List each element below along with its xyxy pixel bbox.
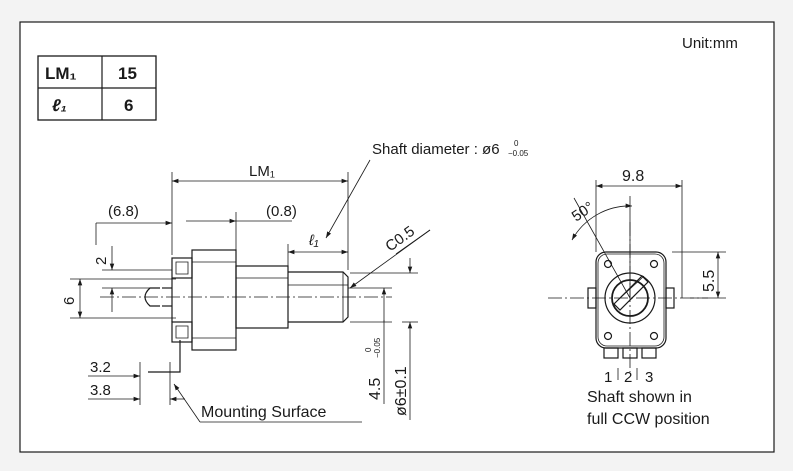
- side-view: LM₁ (6.8) (0.8) ℓ₁ Shaft diameter : ø6 0…: [61, 139, 529, 423]
- dim-3-2-label: 3.2: [90, 359, 111, 376]
- mounting-surface-label: Mounting Surface: [201, 404, 327, 421]
- dim-4-5-label: 4.5: [367, 378, 384, 400]
- corner-hole: [603, 259, 613, 269]
- spec-value-l1: 6: [124, 96, 133, 115]
- pot-body: [162, 249, 237, 351]
- corner-hole: [649, 331, 659, 341]
- pin-1-label: 1: [604, 369, 612, 386]
- shaft: [288, 271, 349, 323]
- dim-6: 6: [61, 278, 176, 319]
- dim-2-label: 2: [93, 257, 110, 265]
- dim-9-8-label: 9.8: [622, 168, 644, 185]
- dim-9-8: 9.8: [595, 168, 683, 298]
- shaft-diameter-callout: Shaft diameter : ø6 0 −0.05: [325, 139, 529, 239]
- corner-hole: [649, 259, 659, 269]
- dim-0-8-label: (0.8): [266, 203, 297, 220]
- dim-shaft-vertical: 4.5 0 −0.05 ø6±0.1: [348, 258, 418, 420]
- unit-label: Unit:mm: [682, 35, 738, 52]
- spec-param-lm1: LM₁: [45, 64, 77, 83]
- terminal-pins: [603, 347, 657, 359]
- dim-6-8: (6.8): [95, 203, 172, 245]
- dim-l1-label: ℓ₁: [308, 232, 319, 249]
- corner-hole: [603, 331, 613, 341]
- dim-phi6-label: ø6±0.1: [393, 366, 410, 416]
- shaft-diameter-tol-upper: 0: [514, 139, 519, 148]
- dim-5-5: 5.5: [672, 251, 726, 299]
- dim-4-5-tol-lower: −0.05: [373, 337, 382, 358]
- dim-lm1: LM₁: [171, 163, 349, 270]
- mounting-surface-callout: Mounting Surface: [173, 383, 362, 423]
- dim-lm1-label: LM₁: [249, 163, 275, 180]
- dim-terminal: 3.2 3.8: [88, 359, 185, 405]
- threaded-bushing: [235, 265, 289, 329]
- dim-6-label: 6: [61, 297, 78, 305]
- spec-value-lm1: 15: [118, 64, 137, 83]
- pin-3-label: 3: [645, 369, 653, 386]
- dim-6-8-label: (6.8): [108, 203, 139, 220]
- shaft-note-line1: Shaft shown in: [587, 389, 692, 406]
- dim-5-5-label: 5.5: [701, 270, 718, 292]
- pin-2-label: 2: [624, 369, 632, 386]
- dim-4-5-tol-upper: 0: [364, 347, 373, 352]
- shaft-flat: [613, 275, 649, 311]
- dim-l1: ℓ₁: [287, 232, 348, 266]
- spec-param-l1: ℓ₁: [52, 96, 67, 115]
- terminal: [148, 340, 181, 373]
- dim-2: 2: [93, 246, 172, 312]
- shaft-diameter-tol-lower: −0.05: [508, 149, 529, 158]
- dim-3-8-label: 3.8: [90, 382, 111, 399]
- shaft-note-line2: full CCW position: [587, 411, 710, 428]
- spec-table: LM₁ 15 ℓ₁ 6: [37, 55, 157, 121]
- dim-0-8: (0.8): [186, 203, 297, 250]
- shaft-diameter-label: Shaft diameter : ø6: [372, 141, 500, 158]
